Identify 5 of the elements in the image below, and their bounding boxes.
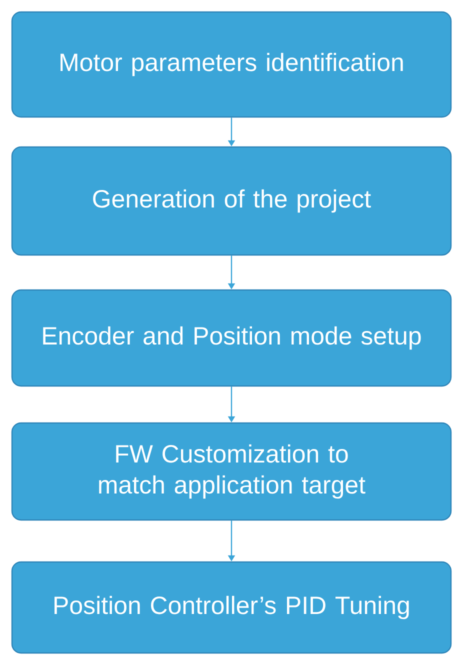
process-box: Position Controller’s PID Tuning: [11, 561, 452, 654]
process-box: FW Customization to match application target: [11, 422, 452, 521]
process-box: Generation of the project: [11, 146, 452, 256]
process-box: Encoder and Position mode setup: [11, 289, 452, 387]
process-box: Motor parameters identification: [11, 11, 452, 118]
